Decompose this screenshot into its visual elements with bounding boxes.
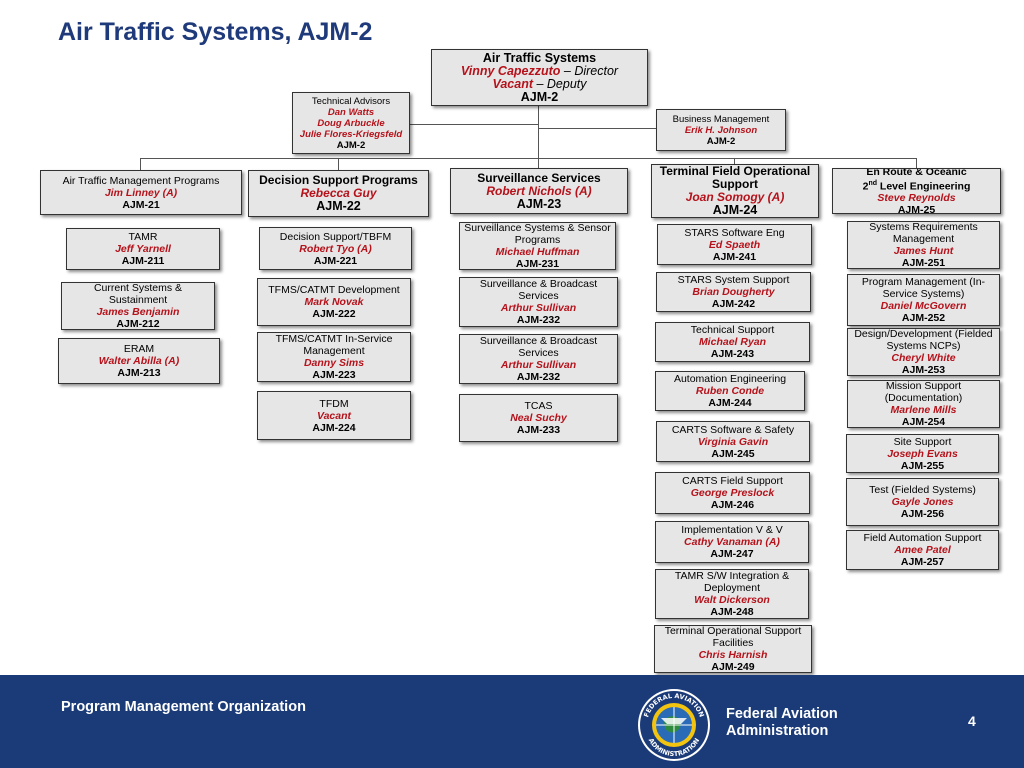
unit-box: Surveillance Systems & Sensor Programs M… <box>459 222 616 270</box>
page-title: Air Traffic Systems, AJM-2 <box>58 18 373 46</box>
division-head-title: Terminal Field Operational Support <box>659 164 811 191</box>
unit-box: TFMS/CATMT In-Service Management Danny S… <box>257 332 411 382</box>
director-box-title: Air Traffic Systems <box>482 50 597 65</box>
division-head-title: En Route & Oceanic <box>866 168 967 178</box>
division-head-title: Surveillance Services <box>477 170 601 185</box>
division-head-code: AJM-21 <box>122 198 160 211</box>
unit-box: Current Systems & Sustainment James Benj… <box>61 282 215 330</box>
division-head-subtitle: 2nd Level Engineering <box>862 179 971 193</box>
connector-line <box>916 158 917 168</box>
division-head-ajm-24: Terminal Field Operational Support Joan … <box>651 164 819 218</box>
unit-box: TCAS Neal Suchy AJM-233 <box>459 394 618 442</box>
division-head-name: Robert Nichols (A) <box>486 183 592 198</box>
unit-box: CARTS Software & Safety Virginia Gavin A… <box>656 421 810 462</box>
page-number: 4 <box>968 713 976 729</box>
connector-line <box>410 124 538 125</box>
division-head-title: Decision Support Programs <box>259 173 418 187</box>
division-head-code: AJM-25 <box>897 204 936 214</box>
director-name: Vinny Capezzuto <box>460 63 561 78</box>
connector-line <box>538 158 539 168</box>
unit-box: Design/Development (Fielded Systems NCPs… <box>847 328 1000 376</box>
unit-box: TAMR S/W Integration & Deployment Walt D… <box>655 569 809 619</box>
technical-advisors-title: Technical Advisors <box>311 95 391 107</box>
unit-box: Mission Support (Documentation) Marlene … <box>847 380 1000 428</box>
division-head-code: AJM-22 <box>316 199 361 213</box>
advisor-name: Doug Arbuckle <box>317 117 385 129</box>
unit-box: Technical Support Michael Ryan AJM-243 <box>655 322 810 362</box>
director-box-code: AJM-2 <box>520 89 559 104</box>
unit-box: STARS System Support Brian Dougherty AJM… <box>656 272 811 312</box>
advisor-name: Julie Flores-Kriegsfeld <box>299 128 403 140</box>
connector-line <box>338 158 339 170</box>
unit-box: Surveillance & Broadcast Services Arthur… <box>459 334 618 384</box>
division-head-code: AJM-23 <box>516 196 562 211</box>
connector-line <box>140 158 916 159</box>
unit-box: STARS Software Eng Ed Spaeth AJM-241 <box>657 224 812 265</box>
connector-line <box>734 158 735 164</box>
faa-seal-icon: FEDERAL AVIATION ADMINISTRATION <box>638 689 710 761</box>
unit-box: Surveillance & Broadcast Services Arthur… <box>459 277 618 327</box>
connector-line <box>538 106 539 158</box>
business-management-code: AJM-2 <box>706 135 736 147</box>
connector-line <box>538 128 656 129</box>
unit-box: Field Automation Support Amee Patel AJM-… <box>846 530 999 570</box>
unit-box: Site Support Joseph Evans AJM-255 <box>846 434 999 473</box>
unit-box: ERAM Walter Abilla (A) AJM-213 <box>58 338 220 384</box>
division-head-code: AJM-24 <box>712 203 758 217</box>
connector-line <box>140 158 141 170</box>
director-box: Air Traffic Systems Vinny Capezzuto – Di… <box>431 49 648 106</box>
division-head-name: Steve Reynolds <box>877 192 956 205</box>
division-head-ajm-23: Surveillance Services Robert Nichols (A)… <box>450 168 628 214</box>
unit-box: Systems Requirements Management James Hu… <box>847 221 1000 269</box>
deputy-name: Vacant <box>492 76 533 91</box>
division-head-ajm-22: Decision Support Programs Rebecca Guy AJ… <box>248 170 429 217</box>
division-head-name: Joan Somogy (A) <box>685 190 785 204</box>
deputy-role: – Deputy <box>533 76 587 91</box>
division-head-ajm-21: Air Traffic Management Programs Jim Linn… <box>40 170 242 215</box>
footer-org-label: Program Management Organization <box>61 699 306 715</box>
business-management-title: Business Management <box>672 113 770 125</box>
business-management-name: Erik H. Johnson <box>684 124 758 136</box>
technical-advisors-code: AJM-2 <box>336 139 366 151</box>
unit-box: Implementation V & V Cathy Vanaman (A) A… <box>655 521 809 563</box>
advisor-name: Dan Watts <box>327 106 375 118</box>
unit-box: TFMS/CATMT Development Mark Novak AJM-22… <box>257 278 411 326</box>
technical-advisors-box: Technical Advisors Dan Watts Doug Arbuck… <box>292 92 410 154</box>
unit-box: Test (Fielded Systems) Gayle Jones AJM-2… <box>846 478 999 526</box>
unit-box: Automation Engineering Ruben Conde AJM-2… <box>655 371 805 411</box>
division-head-ajm-25: En Route & Oceanic 2nd Level Engineering… <box>832 168 1001 214</box>
director-role: – Director <box>560 63 619 78</box>
unit-box: TFDM Vacant AJM-224 <box>257 391 411 440</box>
footer-agency-name: Federal Aviation Administration <box>726 706 838 739</box>
unit-box: Decision Support/TBFM Robert Tyo (A) AJM… <box>259 227 412 270</box>
unit-box: CARTS Field Support George Preslock AJM-… <box>655 472 810 514</box>
unit-box: Program Management (In-Service Systems) … <box>847 274 1000 326</box>
unit-box: Terminal Operational Support Facilities … <box>654 625 812 673</box>
division-head-title: Air Traffic Management Programs <box>62 174 220 187</box>
unit-box: TAMR Jeff Yarnell AJM-211 <box>66 228 220 270</box>
business-management-box: Business Management Erik H. Johnson AJM-… <box>656 109 786 151</box>
division-head-name: Jim Linney (A) <box>104 186 178 199</box>
footer-bar: Program Management Organization FEDERAL … <box>0 675 1024 768</box>
division-head-name: Rebecca Guy <box>300 186 377 200</box>
